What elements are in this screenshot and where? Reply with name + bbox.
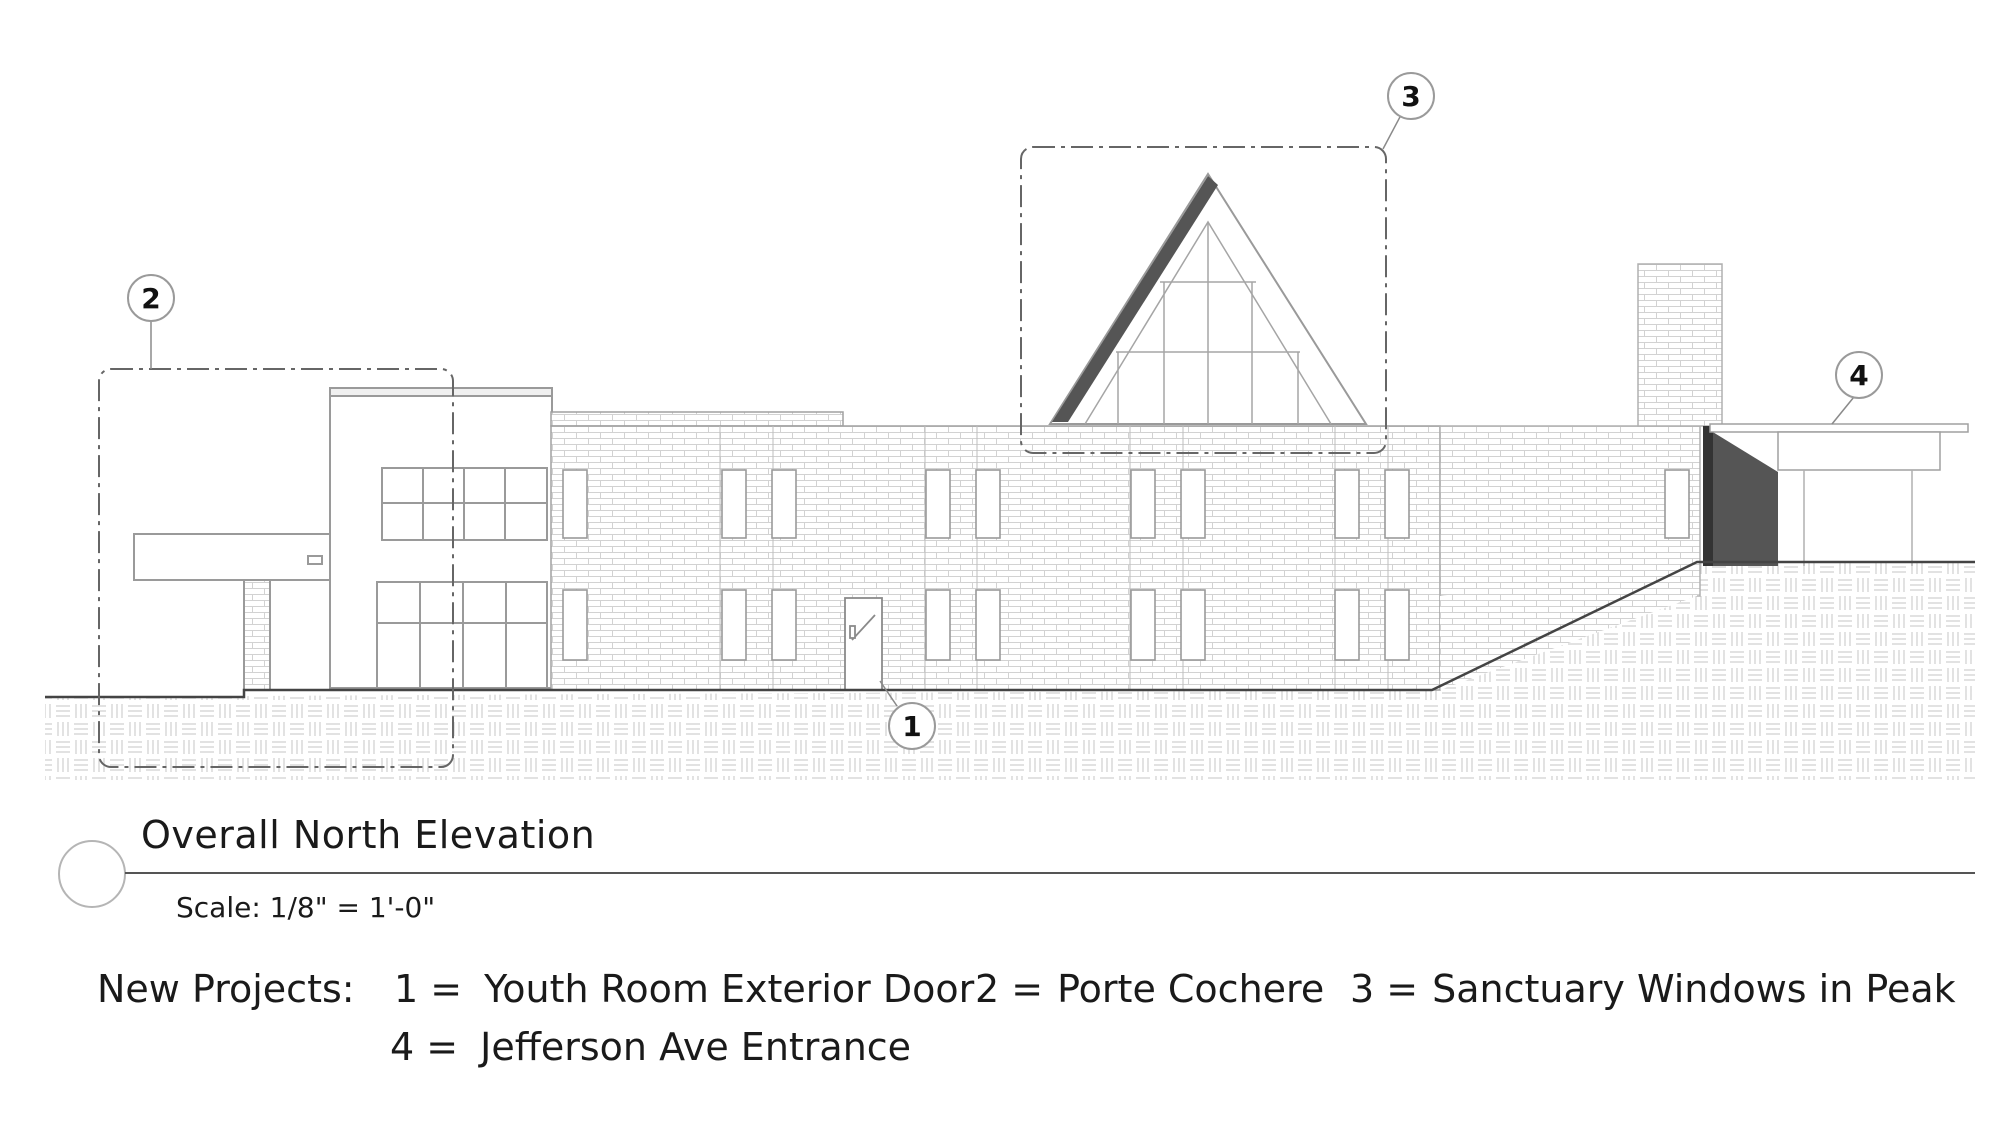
callout-frames <box>98 146 1387 768</box>
callout-label-1: 1 <box>902 710 921 743</box>
youth-room-door <box>844 597 883 691</box>
title-marker-circle <box>58 840 126 908</box>
legend-item-1: 1 = Youth Room Exterior Door <box>394 967 974 1011</box>
callout-markers <box>127 72 1883 750</box>
callout-marker-1 <box>888 702 936 750</box>
jefferson-entrance <box>1703 423 1969 566</box>
porte-cochere-structure <box>133 387 553 691</box>
drawing-title: Overall North Elevation <box>141 813 596 857</box>
callout-marker-2 <box>127 274 175 322</box>
legend-item-label: Youth Room Exterior Door <box>484 967 975 1011</box>
legend-item-label: Jefferson Ave Entrance <box>480 1025 912 1069</box>
drawing-scale: Scale: 1/8" = 1'-0" <box>176 891 436 924</box>
legend-item-4: 4 = Jefferson Ave Entrance <box>390 1025 911 1069</box>
callout-marker-3 <box>1387 72 1435 120</box>
legend-item-number: 1 = <box>394 967 463 1011</box>
ground-hatch <box>45 562 1975 780</box>
legend-item-number: 3 = <box>1350 967 1419 1011</box>
legend-item-label: Porte Cochere <box>1057 967 1325 1011</box>
legend-item-3: 3 = Sanctuary Windows in Peak <box>1350 967 1956 1011</box>
callout-label-4: 4 <box>1849 359 1868 392</box>
callout-label-2: 2 <box>141 282 160 315</box>
ground-line <box>45 560 1975 699</box>
sanctuary-peak <box>1048 172 1368 425</box>
legend-item-label: Sanctuary Windows in Peak <box>1432 967 1956 1011</box>
legend-item-number: 4 = <box>390 1025 459 1069</box>
callout-marker-4 <box>1835 351 1883 399</box>
legend-item-2: 2 = Porte Cochere <box>975 967 1324 1011</box>
windows <box>562 469 1690 661</box>
legend-item-number: 2 = <box>975 967 1044 1011</box>
callout-label-3: 3 <box>1401 80 1420 113</box>
legend-heading: New Projects: <box>97 967 355 1011</box>
